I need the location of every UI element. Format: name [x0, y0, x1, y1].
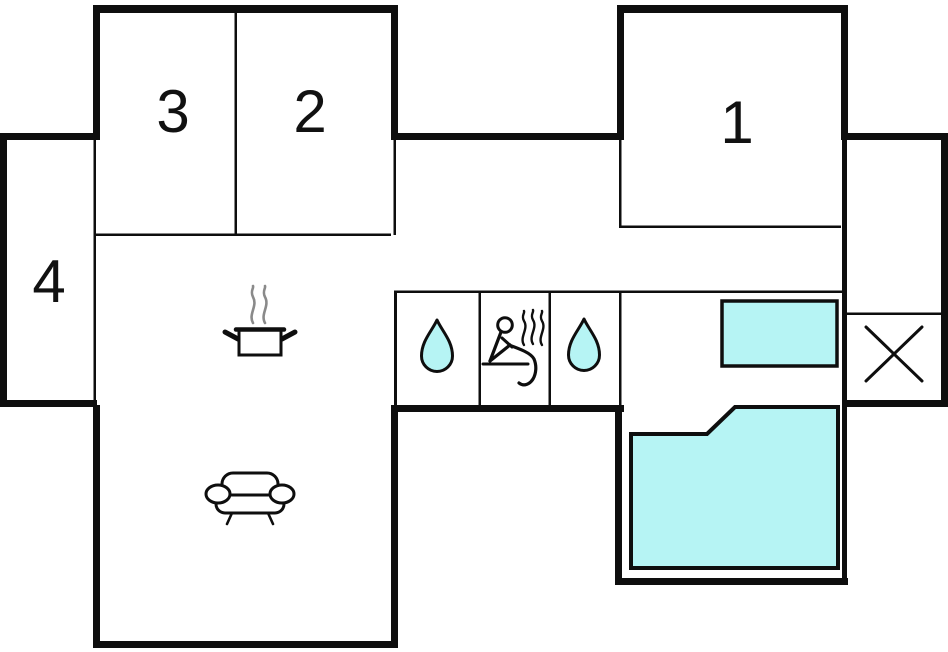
wall-segment [845, 312, 941, 315]
wall-segment [394, 290, 397, 407]
sofa-armrest [204, 483, 232, 505]
walls [0, 5, 948, 648]
wall-segment [93, 5, 100, 140]
wall-segment [841, 5, 848, 140]
water-areas [629, 299, 840, 570]
wall-segment [619, 290, 622, 407]
water-drop-icon [567, 317, 601, 372]
wall-segment [393, 140, 396, 235]
sofa-icon [204, 471, 296, 526]
sauna-head [496, 316, 514, 334]
cross-line [864, 325, 924, 383]
wall-segment [391, 405, 624, 412]
room-label-3: 3 [156, 78, 189, 145]
sofa-leg [225, 511, 234, 526]
wall-segment [845, 133, 948, 140]
wall-segment [478, 290, 481, 407]
wall-segment [95, 233, 391, 236]
sauna-knee [488, 343, 512, 363]
wall-segment [615, 405, 622, 585]
wall-segment [617, 5, 848, 13]
sofa-armrest [268, 483, 296, 505]
room-label-1: 1 [720, 89, 753, 156]
steam-line [530, 308, 536, 346]
steam-line [250, 284, 256, 325]
wall-segment [619, 140, 622, 228]
sauna-leg [507, 343, 538, 387]
wall-segment [391, 405, 398, 648]
pot-body [237, 327, 283, 357]
pot-handle [279, 329, 298, 342]
water-drop-icon [420, 318, 454, 373]
cooking-pot-icon [222, 284, 298, 357]
sauna-person-icon [481, 308, 545, 387]
diagonal-cross-icon [864, 325, 924, 383]
wall-segment [615, 578, 848, 585]
sauna-body [488, 330, 503, 363]
wall-segment [845, 400, 948, 407]
wall-segment [93, 140, 96, 405]
wall-segment [93, 405, 100, 648]
wall-segment [0, 133, 97, 140]
steam-line [539, 309, 545, 347]
wall-segment [548, 290, 551, 407]
wall-segment [0, 400, 97, 407]
wall-segment [391, 133, 624, 140]
room-label-4: 4 [32, 248, 65, 315]
water-area-large [629, 405, 840, 570]
wall-segment [93, 5, 398, 13]
shower-drops [420, 317, 601, 373]
wall-segment [93, 641, 398, 648]
pot-handle [222, 329, 241, 342]
wall-segment [234, 13, 237, 235]
wall-segment [619, 225, 841, 228]
wall-segment [0, 133, 7, 407]
wall-segment [842, 140, 847, 585]
wall-segment [617, 5, 624, 140]
room-label-2: 2 [293, 78, 326, 145]
steam-line [521, 309, 527, 347]
room-labels: 1 2 3 4 [32, 78, 753, 315]
wall-segment [941, 133, 948, 407]
wall-segment [391, 5, 398, 140]
sofa-leg [266, 511, 275, 526]
steam-line [262, 284, 268, 325]
water-area-small [720, 299, 839, 368]
